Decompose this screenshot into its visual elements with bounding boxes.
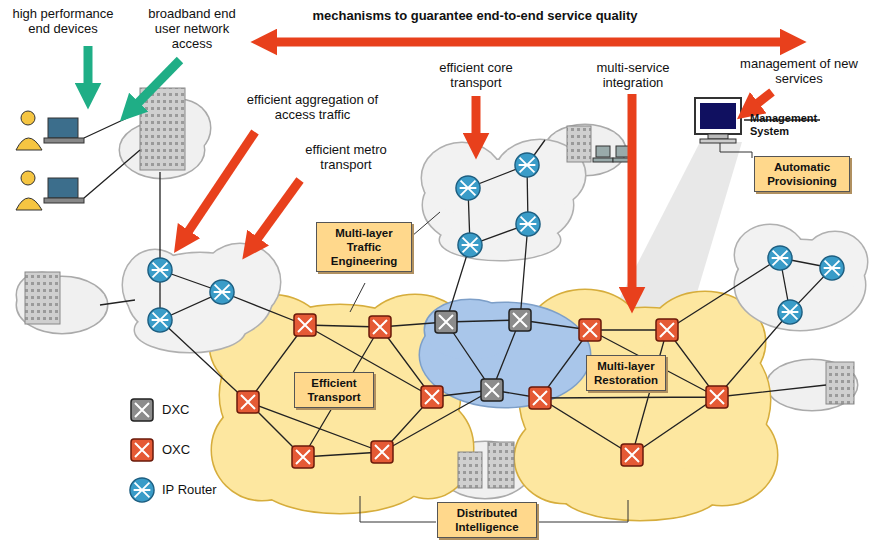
callout-label: management of new services — [732, 56, 866, 86]
callout-text: Management System — [750, 112, 817, 137]
box-text: Automatic Provisioning — [759, 160, 845, 188]
callout-text: efficient aggregation of access traffic — [247, 92, 378, 122]
callout-label: Management System — [750, 112, 830, 138]
callout-text: mechanisms to guarantee end-to-end servi… — [312, 8, 637, 23]
callout-label: efficient metro transport — [296, 142, 396, 172]
legend-entry: IP Router — [162, 482, 217, 497]
callout-text: high performance end devices — [12, 6, 113, 36]
callout-label: multi-service integration — [578, 60, 688, 90]
feature-box: Distributed Intelligence — [437, 502, 537, 538]
callout-label: efficient aggregation of access traffic — [230, 92, 395, 122]
legend-text: OXC — [162, 442, 190, 457]
box-text: Multi-layer Traffic Engineering — [321, 226, 407, 268]
callout-text: multi-service integration — [597, 60, 670, 90]
callout-text: management of new services — [740, 56, 858, 86]
feature-box: Multi-layer Traffic Engineering — [316, 222, 412, 272]
feature-box: Automatic Provisioning — [754, 156, 850, 192]
box-text: Efficient Transport — [299, 376, 369, 404]
legend-entry: DXC — [162, 402, 189, 417]
feature-box: Efficient Transport — [294, 372, 374, 408]
feature-box: Multi-layer Restoration — [586, 355, 666, 391]
callout-text: broadband end user network access — [148, 6, 235, 51]
legend-entry: OXC — [162, 442, 190, 457]
callout-text: efficient core transport — [439, 60, 512, 90]
box-text: Distributed Intelligence — [442, 506, 532, 534]
callout-text: efficient metro transport — [305, 142, 386, 172]
legend-text: IP Router — [162, 482, 217, 497]
box-text: Multi-layer Restoration — [591, 359, 661, 387]
callout-label: efficient core transport — [420, 60, 532, 90]
callout-label: broadband end user network access — [140, 6, 244, 51]
callout-label: high performance end devices — [6, 6, 120, 36]
callout-label: mechanisms to guarantee end-to-end servi… — [250, 8, 700, 23]
legend-text: DXC — [162, 402, 189, 417]
